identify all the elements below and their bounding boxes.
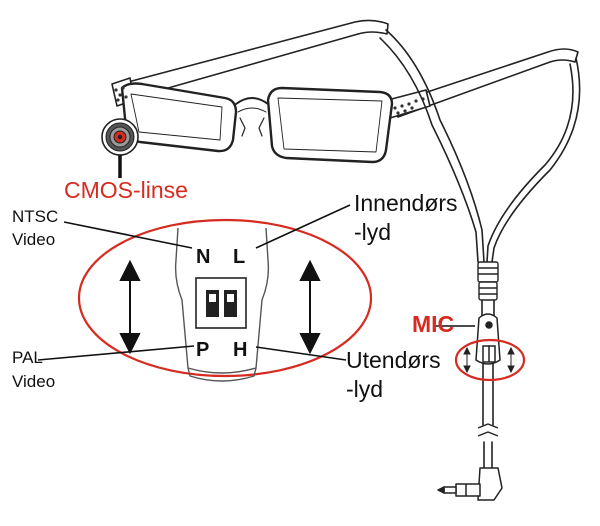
outdoor-label-line2: -lyd: [346, 376, 383, 402]
switch-label-h: H: [233, 339, 247, 361]
lens-right: [266, 86, 394, 164]
indoor-label-line1: Innendørs: [354, 190, 458, 216]
audio-plug: [437, 467, 503, 501]
temple-arm-back: [127, 19, 389, 97]
ntsc-label-line1: NTSC: [12, 207, 58, 226]
switch-highlight-small: [454, 338, 526, 382]
glasses: [111, 19, 579, 164]
dip-switch: [195, 277, 247, 329]
switch-body: [174, 227, 270, 382]
small-switch-arrows: [463, 346, 515, 374]
leader-lines: [37, 204, 475, 361]
pal-label-line1: PAL: [12, 348, 43, 367]
outdoor-label-line1: Utendørs: [346, 347, 441, 373]
switch-label-n: N: [196, 246, 210, 268]
pal-label-line2: Video: [12, 372, 55, 391]
cmos-label: CMOS-linse: [64, 177, 188, 203]
cable: [379, 29, 581, 471]
switch-highlight-large: [77, 218, 373, 378]
indoor-label-line2: -lyd: [354, 219, 391, 245]
mic-label: MIC: [412, 311, 454, 337]
cable-junction: [477, 261, 499, 301]
cmos-lens: [101, 118, 139, 156]
bridge: [235, 97, 269, 105]
large-switch-arrows: [119, 259, 321, 355]
switch-label-l: L: [233, 246, 245, 268]
lens-left: [120, 82, 238, 153]
temple-arm-front: [387, 48, 579, 118]
switch-label-p: P: [196, 339, 209, 361]
ntsc-label-line2: Video: [12, 230, 55, 249]
cable-break: [477, 423, 499, 437]
